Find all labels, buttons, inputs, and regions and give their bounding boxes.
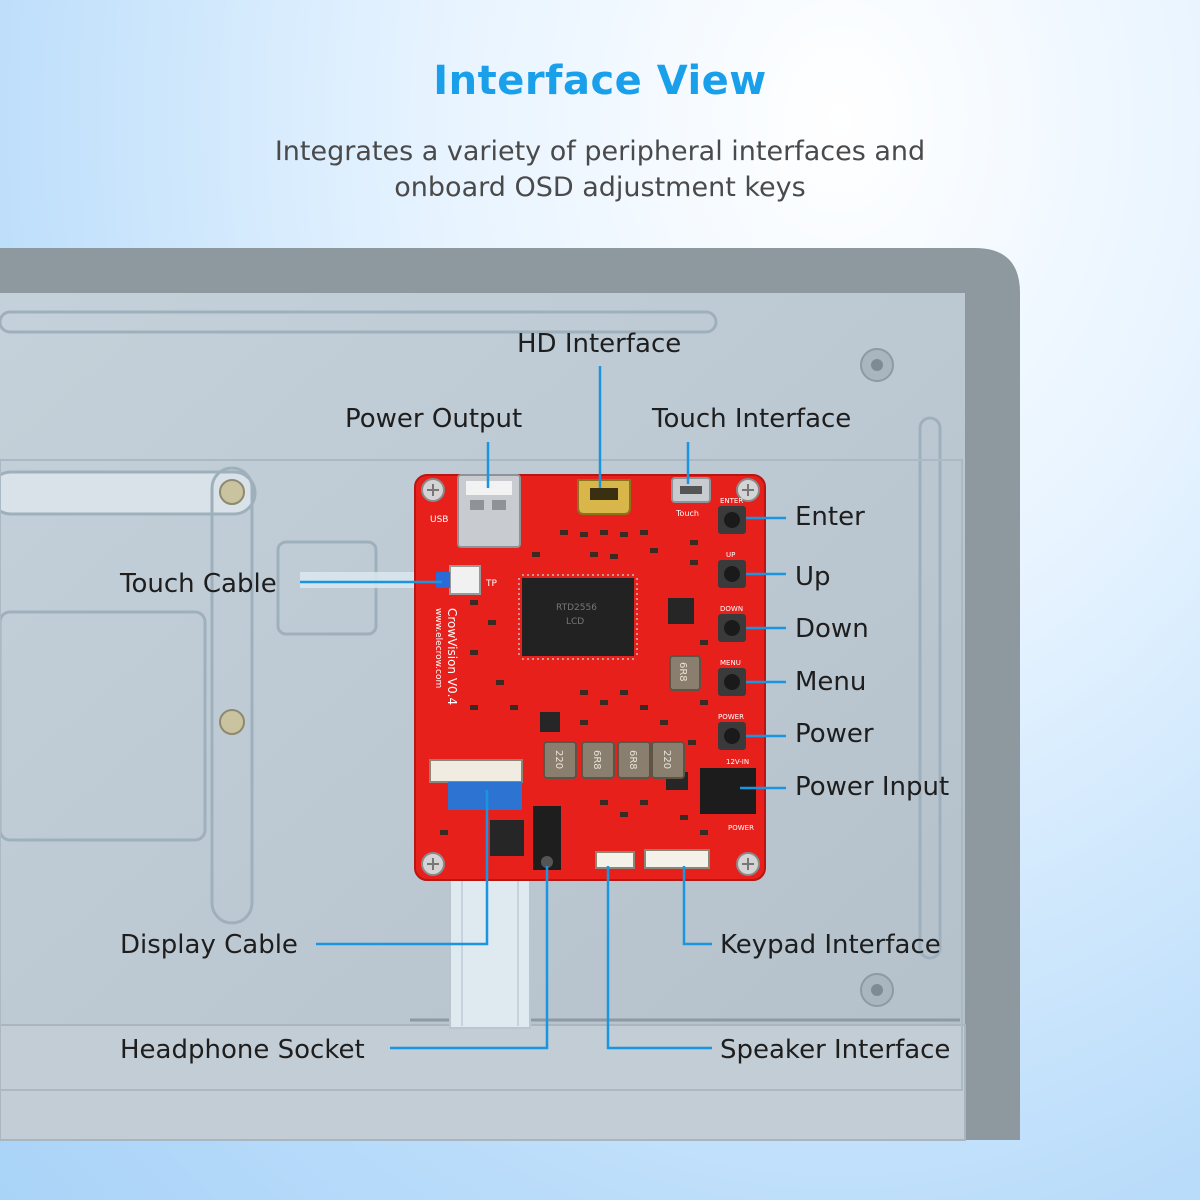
main-chip bbox=[518, 574, 638, 660]
silk-up: UP bbox=[726, 551, 735, 559]
usb-port bbox=[457, 474, 521, 548]
label-menu: Menu bbox=[795, 667, 867, 697]
label-power: Power bbox=[795, 719, 874, 749]
subtitle-line-1: Integrates a variety of peripheral inter… bbox=[274, 136, 926, 167]
silk-menu: MENU bbox=[720, 659, 741, 667]
label-down: Down bbox=[795, 614, 869, 644]
chip-text-2: LCD bbox=[566, 617, 584, 627]
chip-text-1: RTD2556 bbox=[556, 603, 597, 613]
silk-touch: Touch bbox=[675, 509, 699, 518]
page-title: Interface View bbox=[433, 58, 767, 104]
label-power-input: Power Input bbox=[795, 772, 950, 802]
subtitle-line-2: onboard OSD adjustment keys bbox=[394, 172, 806, 203]
standoff-lower bbox=[219, 709, 245, 735]
leader-display-cable bbox=[316, 790, 489, 946]
leader-headphone bbox=[390, 866, 549, 1050]
menu-button bbox=[718, 668, 746, 696]
display-ribbon-cable bbox=[449, 867, 531, 1029]
inductor-label-2: 6R8 bbox=[591, 750, 602, 770]
small-chips bbox=[490, 598, 694, 856]
label-hd-interface: HD Interface bbox=[517, 329, 682, 359]
leader-speaker bbox=[606, 866, 712, 1050]
label-display-cable: Display Cable bbox=[120, 930, 298, 960]
controller-board: USB TP Touch ENTER UP DOWN MENU POWER 12… bbox=[414, 474, 766, 881]
silk-enter: ENTER bbox=[720, 497, 743, 505]
panel-screw-bottom-right bbox=[860, 973, 894, 1007]
page-subtitle: Integrates a variety of peripheral inter… bbox=[250, 134, 950, 206]
down-button bbox=[718, 614, 746, 642]
inductor-label-1: 220 bbox=[553, 750, 564, 769]
leader-keypad bbox=[682, 866, 712, 946]
touch-cable-connector bbox=[436, 565, 481, 595]
headphone-socket bbox=[533, 806, 561, 870]
silk-down: DOWN bbox=[720, 605, 743, 613]
touch-micro-usb-port bbox=[671, 477, 711, 503]
label-keypad-interface: Keypad Interface bbox=[720, 930, 941, 960]
up-button bbox=[718, 560, 746, 588]
label-power-output: Power Output bbox=[345, 404, 523, 434]
keypad-connector bbox=[644, 849, 710, 869]
label-touch-interface: Touch Interface bbox=[652, 404, 852, 434]
speaker-connector bbox=[595, 851, 635, 869]
silk-usb: USB bbox=[430, 515, 448, 525]
hdmi-port bbox=[577, 479, 631, 515]
inductor-label-4: 220 bbox=[661, 750, 672, 769]
silk-brand: CrowVision V0.4 bbox=[445, 608, 459, 705]
label-enter: Enter bbox=[795, 502, 865, 532]
leader-lines bbox=[300, 366, 786, 1050]
display-fpc-connector bbox=[429, 759, 523, 810]
touch-ribbon-cable bbox=[300, 572, 448, 588]
standoff-upper bbox=[219, 479, 245, 505]
power-button bbox=[718, 722, 746, 750]
label-speaker-interface: Speaker Interface bbox=[720, 1035, 951, 1065]
label-touch-cable: Touch Cable bbox=[120, 569, 277, 599]
osd-buttons bbox=[718, 506, 746, 750]
silk-power: POWER bbox=[718, 713, 744, 721]
silk-tp: TP bbox=[485, 579, 497, 589]
enter-button bbox=[718, 506, 746, 534]
panel-screw-top-right bbox=[860, 348, 894, 382]
silk-12v: 12V-IN bbox=[726, 758, 749, 766]
silk-url: www.elecrow.com bbox=[433, 608, 443, 688]
label-up: Up bbox=[795, 562, 831, 592]
power-input-jack bbox=[700, 768, 756, 814]
label-headphone-socket: Headphone Socket bbox=[120, 1035, 365, 1065]
inductors bbox=[543, 655, 701, 779]
silk-power2: POWER bbox=[728, 824, 754, 832]
passive-components bbox=[440, 530, 708, 835]
inductor-label-3: 6R8 bbox=[627, 750, 638, 770]
inductor-label-5: 6R8 bbox=[677, 662, 688, 682]
